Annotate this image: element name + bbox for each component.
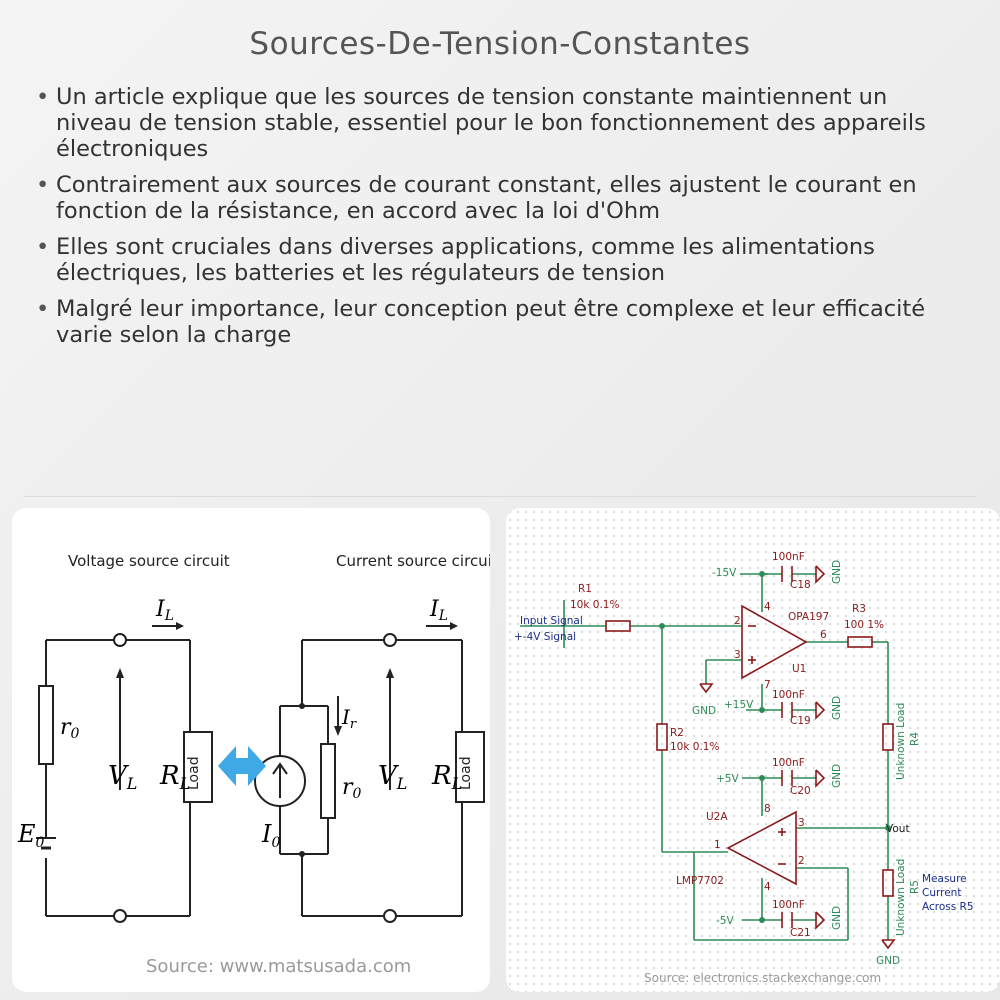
pin-label: 1: [714, 839, 721, 851]
cap-value: 100nF: [772, 757, 805, 769]
u2-label: U2A: [706, 811, 728, 823]
r1-value: 10k 0.1%: [570, 599, 619, 611]
source-credit: Source: www.matsusada.com: [146, 956, 411, 977]
vout-label: Vout: [886, 823, 910, 835]
pin-label: 2: [734, 615, 741, 627]
il-label: IL: [155, 597, 174, 624]
bullet-item: Elles sont cruciales dans diverses appli…: [36, 234, 946, 286]
schematic: R1 10k 0.1% R2 10k 0.1% R3 100 1% 100nF …: [514, 551, 974, 985]
circuit-diagram: Voltage source circuit Current source ci…: [17, 552, 490, 977]
pin-label: 7: [764, 679, 771, 691]
r0-label: r0: [60, 715, 80, 742]
divider: [24, 496, 976, 497]
r0-label: r0: [342, 775, 362, 802]
cap-value: 100nF: [772, 689, 805, 701]
source-credit: Source: electronics.stackexchange.com: [644, 971, 881, 985]
load-label: Load: [458, 756, 474, 790]
r4-label: R4: [909, 732, 921, 746]
pin-label: 4: [764, 881, 771, 893]
pin-label: 8: [764, 803, 771, 815]
e0-label: E0: [17, 820, 45, 851]
r3-value: 100 1%: [844, 619, 884, 631]
gnd-label: GND: [831, 906, 843, 930]
ir-label: Ir: [341, 705, 357, 732]
bullet-list: Un article explique que les sources de t…: [36, 84, 946, 358]
measure-note: Across R5: [922, 901, 974, 913]
i0-label: I0: [261, 820, 280, 851]
r1-label: R1: [578, 583, 592, 595]
pin-label: 6: [820, 629, 827, 641]
rail-label: -15V: [712, 567, 737, 579]
il-label: IL: [429, 597, 448, 624]
signal-range-label: +-4V Signal: [514, 631, 576, 643]
rail-label: +5V: [716, 773, 739, 785]
c21-label: C21: [790, 927, 811, 939]
current-circuit-title: Current source circuit: [336, 552, 490, 570]
unknown-load-label: Unknown Load: [895, 703, 907, 780]
pin-label: 3: [798, 817, 805, 829]
cap-value: 100nF: [772, 899, 805, 911]
pin-label: 2: [798, 855, 805, 867]
cap-value: 100nF: [772, 551, 805, 563]
u2-part: LMP7702: [676, 875, 724, 887]
c20-label: C20: [790, 785, 811, 797]
c19-label: C19: [790, 715, 811, 727]
measure-note: Current: [922, 887, 961, 899]
gnd-label: GND: [876, 955, 900, 967]
pin-label: 3: [734, 649, 741, 661]
vl-label: VL: [108, 761, 137, 793]
gnd-label: GND: [831, 560, 843, 584]
rl-label: RL: [159, 761, 190, 793]
vl-label: VL: [378, 761, 407, 793]
r3-label: R3: [852, 603, 866, 615]
bullet-item: Malgré leur importance, leur conception …: [36, 296, 946, 348]
unknown-load-label: Unknown Load: [895, 859, 907, 936]
bullet-item: Un article explique que les sources de t…: [36, 84, 946, 162]
gnd-label: GND: [831, 764, 843, 788]
current-measurement-schematic: R1 10k 0.1% R2 10k 0.1% R3 100 1% 100nF …: [506, 508, 1000, 992]
bullet-item: Contrairement aux sources de courant con…: [36, 172, 946, 224]
rail-label: +15V: [724, 699, 754, 711]
r2-label: R2: [670, 727, 684, 739]
r5-label: R5: [909, 880, 921, 894]
rail-label: -5V: [716, 915, 734, 927]
pin-label: 4: [764, 601, 771, 613]
input-signal-label: Input Signal: [520, 615, 583, 627]
r2-value: 10k 0.1%: [670, 741, 719, 753]
u1-part: OPA197: [788, 611, 829, 623]
double-arrow-icon: [218, 746, 266, 786]
load-label: Load: [186, 756, 202, 790]
voltage-circuit-title: Voltage source circuit: [68, 552, 230, 570]
voltage-current-source-figure: Voltage source circuit Current source ci…: [12, 508, 490, 992]
u1-label: U1: [792, 663, 806, 675]
c18-label: C18: [790, 579, 811, 591]
page-title: Sources-De-Tension-Constantes: [249, 26, 751, 62]
gnd-label: GND: [692, 705, 716, 717]
measure-note: Measure: [922, 873, 967, 885]
rl-label: RL: [431, 761, 462, 793]
gnd-label: GND: [831, 696, 843, 720]
